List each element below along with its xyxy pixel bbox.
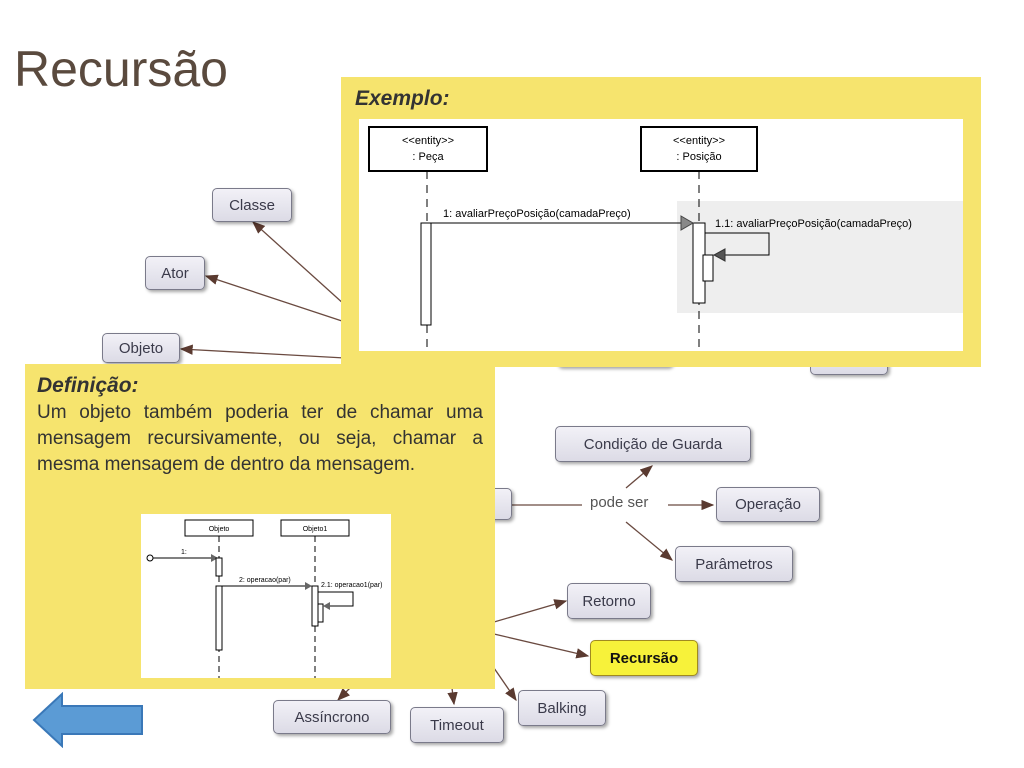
activation-peca: [420, 222, 432, 326]
def-activation4: [317, 603, 324, 623]
message-1-arrowhead: [680, 215, 694, 231]
lifeline-peca-name: : Peça: [412, 151, 444, 163]
back-arrow-icon: [32, 691, 143, 749]
back-arrow-button[interactable]: [32, 691, 146, 753]
def-lifeline2-label: Objeto1: [303, 526, 328, 533]
node-parametros: Parâmetros: [675, 546, 793, 582]
message-2-label: 1.1: avaliarPreçoPosição(camadaPreço): [715, 218, 912, 230]
lifeline-peca-stereotype: <<entity>>: [402, 135, 454, 147]
node-condicao-guarda: Condição de Guarda: [555, 426, 751, 462]
message-1-label: 1: avaliarPreçoPosição(camadaPreço): [443, 208, 631, 220]
node-classe: Classe: [212, 188, 292, 222]
label-pode-ser: pode ser: [590, 494, 649, 511]
def-msg1-label: 1:: [181, 549, 187, 556]
message-2-line: [705, 232, 770, 256]
node-objeto: Objeto: [102, 333, 180, 363]
def-msg3-line: [318, 591, 354, 607]
definition-diagram-svg: Objeto Objeto1 1: 2: operacao(par) 2.1: …: [146, 519, 382, 678]
node-assincrono: Assíncrono: [273, 700, 391, 734]
node-ator: Ator: [145, 256, 205, 290]
def-activation2: [215, 585, 223, 651]
page-title: Recursão: [14, 41, 228, 97]
definition-panel: Definição: Um objeto também poderia ter …: [25, 364, 495, 689]
example-diagram-svg: <<entity>> : Peça <<entity>> : Posição 1…: [368, 126, 963, 351]
node-balking: Balking: [518, 690, 606, 726]
example-sequence-diagram: <<entity>> : Peça <<entity>> : Posição 1…: [359, 119, 963, 351]
def-msg3-label: 2.1: operacao1(par): [321, 582, 382, 589]
def-activation1: [215, 557, 223, 577]
def-msg3-arrowhead: [323, 602, 330, 610]
def-lifeline1-label: Objeto: [209, 526, 230, 533]
node-recursao: Recursão: [590, 640, 698, 676]
def-msg2-arrowhead: [305, 582, 312, 590]
def-msg2-label: 2: operacao(par): [239, 577, 291, 584]
lifeline-posicao-stereotype: <<entity>>: [673, 135, 725, 147]
message-2-arrowhead: [712, 248, 726, 262]
def-start-dot: [146, 554, 154, 562]
node-operacao: Operação: [716, 487, 820, 522]
lifeline-posicao-name: : Posição: [676, 151, 721, 163]
lifeline-peca-box: [368, 126, 488, 172]
activation-recursive: [702, 254, 714, 282]
definition-title: Definição:: [37, 374, 139, 397]
example-panel: Exemplo: <<entity>> : Peça <<entity>> : …: [341, 77, 981, 367]
definition-sequence-diagram: Objeto Objeto1 1: 2: operacao(par) 2.1: …: [141, 514, 391, 678]
def-msg1-arrowhead: [211, 554, 218, 562]
definition-text: Um objeto também poderia ter de chamar u…: [37, 402, 483, 475]
node-retorno: Retorno: [567, 583, 651, 619]
lifeline-posicao-box: [640, 126, 758, 172]
def-activation3: [311, 585, 319, 627]
example-title: Exemplo:: [355, 87, 450, 110]
node-timeout: Timeout: [410, 707, 504, 743]
